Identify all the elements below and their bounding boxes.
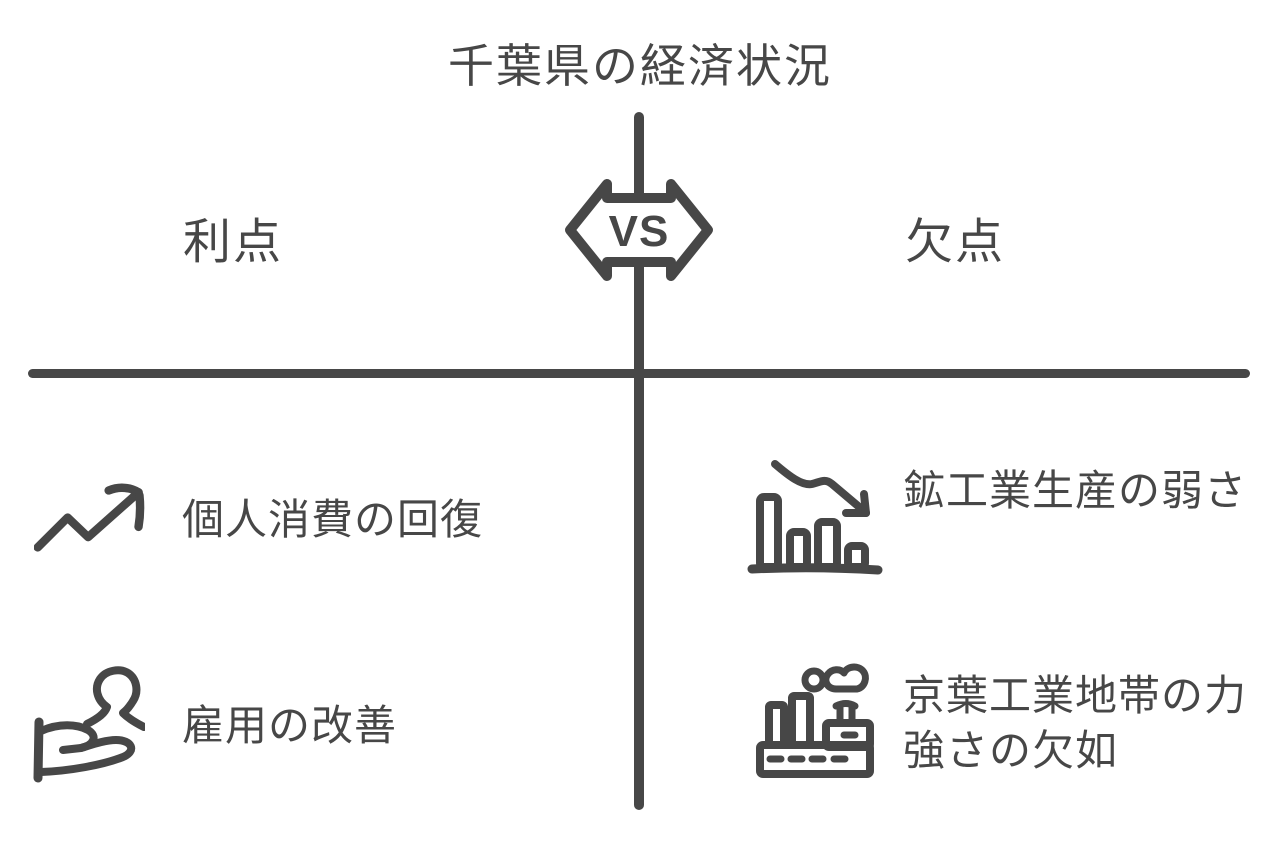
declining-bar-chart-icon (747, 460, 883, 575)
advantages-heading: 利点 (183, 216, 284, 269)
advantage-item-2-label: 雇用の改善 (182, 702, 398, 749)
trend-up-arrow-icon (34, 483, 145, 552)
disadvantages-heading: 欠点 (905, 216, 1006, 269)
person-on-hand-icon (33, 666, 145, 783)
horizontal-divider-line (28, 369, 1250, 378)
diagram-title: 千葉県の経済状況 (448, 40, 832, 92)
vs-badge-label: VS (609, 207, 670, 256)
factory-icon (756, 663, 874, 778)
vs-hexagon-arrow-icon (565, 179, 713, 281)
advantage-item-1-label: 個人消費の回復 (182, 496, 484, 543)
disadvantage-item-1-label: 鉱工業生産の弱さ (903, 467, 1248, 514)
disadvantage-item-2-label: 京葉工業地帯の力強さの欠如 (903, 672, 1248, 775)
vs-badge: VS (565, 179, 713, 281)
vertical-divider-line (634, 112, 644, 810)
